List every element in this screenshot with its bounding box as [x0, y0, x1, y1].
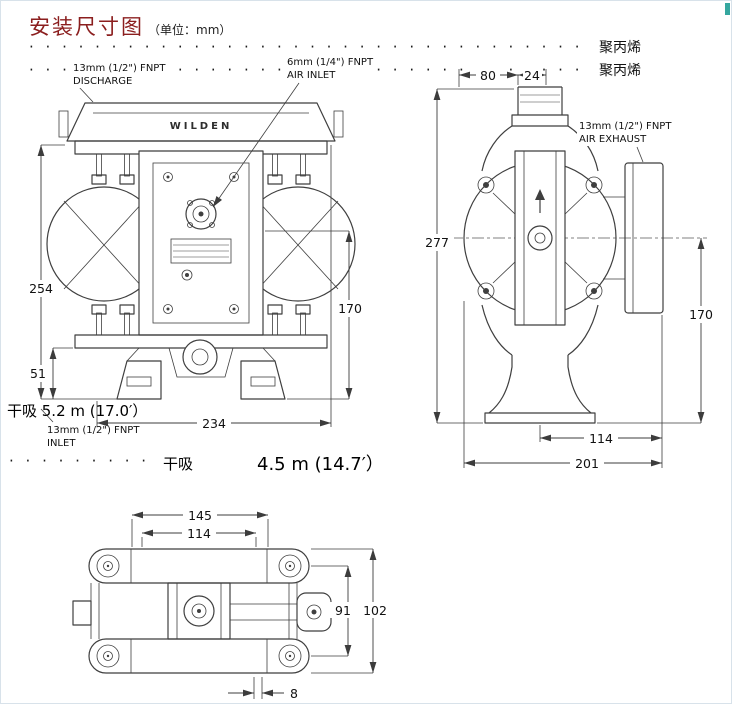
inlet-label-line1: 13mm (1/2") FNPT [47, 425, 140, 436]
exhaust-leader [636, 146, 644, 163]
bottom-port-width-dim: 8 [290, 686, 298, 701]
top-port [517, 86, 563, 115]
side-center-height-dim: 170 [689, 307, 713, 322]
manifold [66, 102, 336, 142]
page-title: 安装尺寸图 （单位：mm） [29, 11, 231, 41]
rail-top [88, 548, 310, 584]
side-port-offset-dim: 24 [524, 68, 540, 83]
bottom-bolts [91, 304, 311, 336]
base-plate [484, 412, 596, 424]
discharge-port-right [333, 110, 344, 138]
air-exhaust-label: 13mm (1/2") FNPT AIR EXHAUST [577, 121, 674, 146]
bottom-view-dimensions: 145 114 91 102 8 [131, 507, 391, 701]
title-text: 安装尺寸图 [29, 15, 144, 39]
side-emblem [527, 225, 553, 251]
air-exhaust-label-line2: AIR EXHAUST [579, 133, 647, 145]
dry-lift-bottom-label: 干吸 [163, 455, 194, 473]
dotted-leader-3: · · · · · · · · · · · · [9, 453, 159, 469]
bottom-inner-height-dim: 91 [335, 603, 351, 618]
air-inlet-label: 6mm (1/4") FNPT AIR INLET [285, 57, 376, 82]
air-inlet-leader [212, 82, 300, 208]
discharge-leader [78, 86, 94, 103]
side-view-dimensions: 80 24 277 170 114 201 [420, 67, 717, 472]
discharge-port-left [58, 110, 69, 138]
chamber-left [46, 186, 162, 302]
inlet-leader [40, 408, 54, 423]
dotted-leader-1: · · · · · · · · · · · · · · · · · · · · … [29, 39, 587, 55]
front-view-dimensions: 254 51 170 234 [25, 82, 366, 432]
bottom-outer-span-dim: 145 [188, 508, 212, 523]
front-overall-width-dim: 234 [202, 416, 226, 431]
rail-bottom [88, 638, 310, 674]
side-view [451, 86, 707, 424]
foot-left [116, 360, 162, 400]
side-overall-height-dim: 277 [425, 235, 449, 250]
front-overall-height-dim: 254 [29, 281, 53, 296]
foot-right [240, 360, 286, 400]
air-valve [185, 198, 217, 230]
corner-mark [725, 3, 730, 15]
front-view: WILDEN [46, 102, 356, 400]
air-inlet-label-line2: AIR INLET [287, 69, 336, 81]
center-housing-bottom [167, 582, 231, 640]
top-bolts [91, 153, 311, 185]
discharge-label-line2: DISCHARGE [73, 75, 133, 87]
bottom-overall-height-dim: 102 [363, 603, 387, 618]
bottom-view [72, 548, 332, 674]
front-base-height-dim: 51 [30, 366, 46, 381]
muffler [170, 238, 232, 264]
inlet-port-front [182, 339, 218, 375]
bottom-inner-span-dim: 114 [187, 526, 211, 541]
side-foot-width-dim: 114 [589, 431, 613, 446]
drain-plug [181, 269, 193, 281]
material-label-top: 聚丙烯 [599, 40, 641, 56]
side-overall-depth-dim: 201 [575, 456, 599, 471]
air-inlet-label-line1: 6mm (1/4") FNPT [287, 57, 374, 68]
center-body [138, 150, 264, 336]
clamp-bolts [477, 176, 603, 300]
discharge-label-line1: 13mm (1/2") FNPT [73, 63, 166, 74]
air-exhaust-label-line1: 13mm (1/2") FNPT [579, 121, 672, 132]
exhaust-bracket [603, 162, 664, 314]
dry-lift-front-note: 干吸 5.2 m (17.0′） [7, 402, 148, 420]
bottom-valve-bracket [296, 592, 332, 632]
title-unit: （单位：mm） [148, 23, 232, 37]
front-side-height-dim: 170 [338, 301, 362, 316]
material-label-bottom: 聚丙烯 [599, 63, 641, 79]
side-top-offset-dim: 80 [480, 68, 496, 83]
left-tab [72, 600, 92, 626]
discharge-label: 13mm (1/2") FNPT DISCHARGE [71, 63, 168, 88]
dry-lift-bottom-value: 4.5 m (14.7′） [257, 454, 384, 475]
inlet-label: 13mm (1/2") FNPT INLET [45, 425, 141, 450]
inlet-label-line2: INLET [47, 437, 76, 449]
brand-text: WILDEN [170, 121, 233, 132]
